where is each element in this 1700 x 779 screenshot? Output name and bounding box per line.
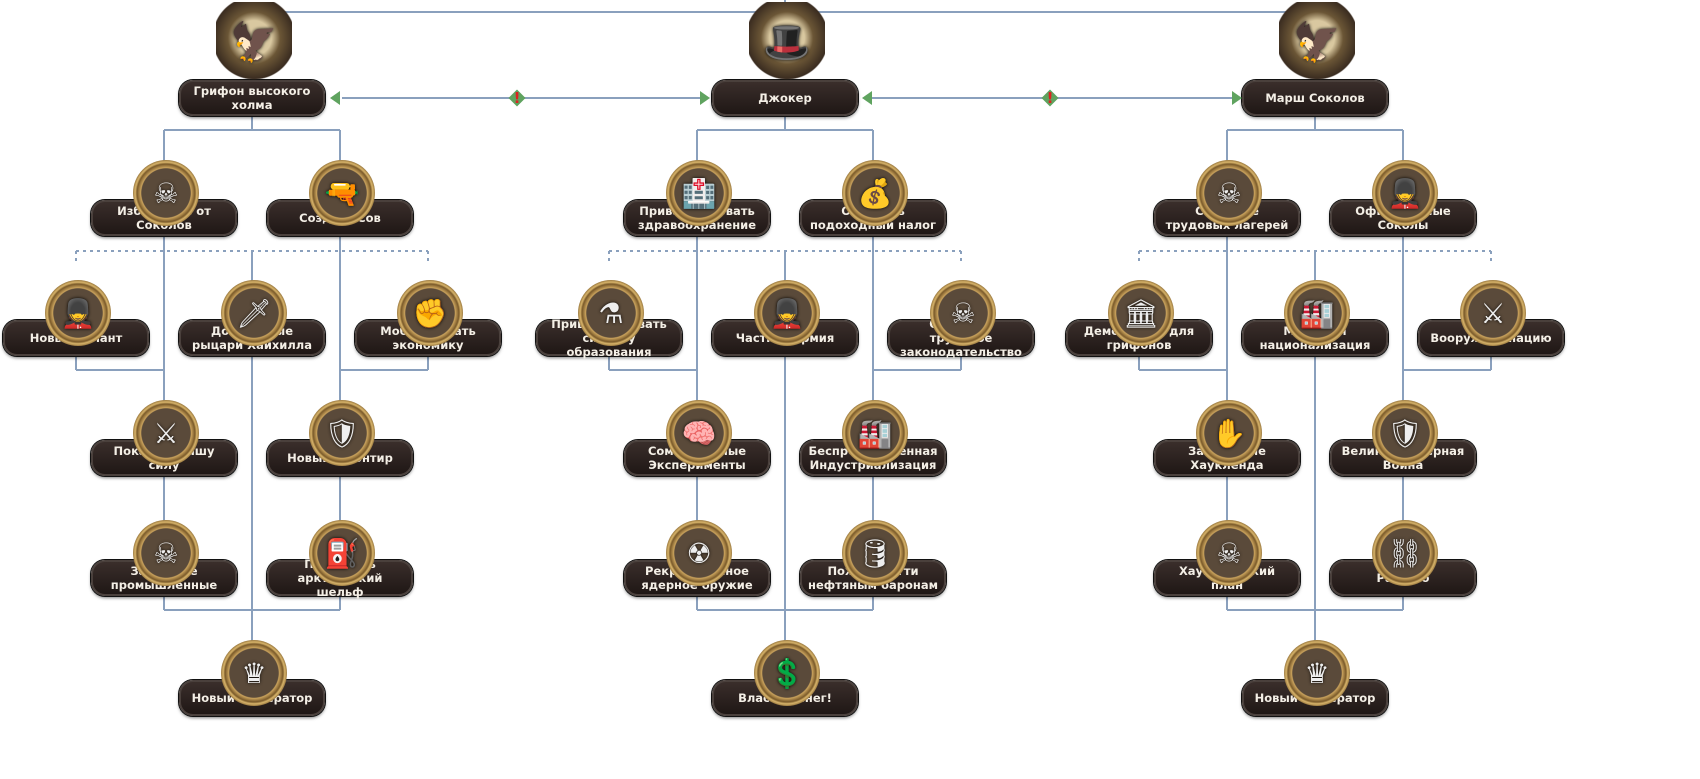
soldier-icon: 💂 [1372,160,1438,226]
focus-high-hill-griffon-0[interactable]: Грифон высокого холма🦅 [179,2,329,160]
mushroom-cloud-icon: ☢ [666,520,732,586]
flask-icon: ⚗ [578,280,644,346]
focus-falcon-march-7[interactable]: Великая Северная Война🛡 [1330,400,1480,520]
focus-high-hill-griffon-5[interactable]: Мобилизовать экономику✊ [355,280,505,400]
focus-falcon-march-1[interactable]: Создание трудовых лагерей☠ [1154,160,1304,280]
crossed-rifles-icon: ⚔ [1460,280,1526,346]
focus-joker-5[interactable]: Отменить трудовое законодательство☠ [888,280,1038,400]
chains-icon: ⛓ [1372,520,1438,586]
skull-icon: ☠ [133,160,199,226]
money-bag-icon: 💲 [754,640,820,706]
brain-icon: 🧠 [666,400,732,466]
shield-icon: 🛡 [309,400,375,466]
falcon-portrait-icon: 🦅 [1279,2,1355,82]
focus-falcon-march-8[interactable]: Хауклендский план☠ [1154,520,1304,640]
focus-joker-4[interactable]: Частная армия💂 [712,280,862,400]
focus-high-hill-griffon-10[interactable]: Новый Император♛ [179,640,329,760]
parthenon-icon: 🏛 [1108,280,1174,346]
focus-falcon-march-9[interactable]: Рабство⛓ [1330,520,1480,640]
focus-falcon-march-6[interactable]: Завоевание Хауклендa✋ [1154,400,1304,520]
focus-joker-7[interactable]: Беспрепятственная Индустриализация🏭 [800,400,950,520]
crossed-swords-icon: ⚔ [133,400,199,466]
hospital-icon: 🏥 [666,160,732,226]
focus-high-hill-griffon-3[interactable]: Новый талант💂 [3,280,153,400]
focus-high-hill-griffon-1[interactable]: Избавьтесь от Соколов☠ [91,160,241,280]
focus-falcon-march-10[interactable]: Новый Император♛ [1242,640,1392,760]
shield-icon: 🛡 [1372,400,1438,466]
focus-joker-2[interactable]: Отменить подоходный налог💰 [800,160,950,280]
skull-icon: ☠ [1196,160,1262,226]
focus-high-hill-griffon-2[interactable]: Создать Сов🔫 [267,160,417,280]
focus-high-hill-griffon-9[interactable]: Пробурить арктический шельф⛽ [267,520,417,640]
focus-falcon-march-5[interactable]: Вооружить нацию⚔ [1418,280,1568,400]
focus-high-hill-griffon-8[interactable]: Западные промышленные☠ [91,520,241,640]
soldier-icon: 💂 [45,280,111,346]
focus-high-hill-griffon-4[interactable]: Доблестные рыцари Хайхилла🗡 [179,280,329,400]
focus-joker-8[interactable]: Рекреационное ядерное оружие☢ [624,520,774,640]
mutually-exclusive-icon[interactable]: ! [1036,89,1064,107]
focus-joker-3[interactable]: Приватизировать систему образования⚗ [536,280,686,400]
focus-falcon-march-3[interactable]: Демократия для грифонов🏛 [1066,280,1216,400]
exclusive-arrow-icon [330,91,340,105]
focus-falcon-march-4[interactable]: Массовая национализация🏭 [1242,280,1392,400]
focus-joker-9[interactable]: Пожать когти нефтяным баронам🛢 [800,520,950,640]
focus-joker-0[interactable]: Джокер🎩 [712,2,862,160]
exclusive-arrow-icon [700,91,710,105]
crown-swords-icon: ♛ [1284,640,1350,706]
skull-icon: ☠ [133,520,199,586]
factory-icon: 🏭 [842,400,908,466]
joker-portrait-icon: 🎩 [749,2,825,82]
focus-high-hill-griffon-6[interactable]: Показать нашу силу⚔ [91,400,241,520]
oil-pump-icon: ⛽ [309,520,375,586]
crown-icon: ♛ [221,640,287,706]
focus-falcon-march-2[interactable]: Официальные Соколы💂 [1330,160,1480,280]
exclusive-arrow-icon [862,91,872,105]
focus-label: Марш Соколов [1242,80,1388,116]
fist-wrench-icon: ✊ [397,280,463,346]
mutually-exclusive-icon[interactable]: ! [503,89,531,107]
pistol-icon: 🔫 [309,160,375,226]
focus-joker-6[interactable]: Сомнительные Эксперименты🧠 [624,400,774,520]
skull-icon: ☠ [930,280,996,346]
gauntlet-icon: ✋ [1196,400,1262,466]
soldier-icon: 💂 [754,280,820,346]
focus-label: Джокер [712,80,858,116]
oil-drop-icon: 🛢 [842,520,908,586]
skull-icon: ☠ [1196,520,1262,586]
focus-high-hill-griffon-7[interactable]: Новый Фронтир🛡 [267,400,417,520]
focus-label: Грифон высокого холма [179,80,325,116]
industry-icon: 🏭 [1284,280,1350,346]
focus-falcon-march-0[interactable]: Марш Соколов🦅 [1242,2,1392,160]
exclusive-arrow-icon [1232,91,1242,105]
focus-joker-10[interactable]: Власть денег!💲 [712,640,862,760]
focus-joker-1[interactable]: Приватизировать здравоохранение🏥 [624,160,774,280]
gold-icon: 💰 [842,160,908,226]
griffon-portrait-icon: 🦅 [216,2,292,82]
sword-icon: 🗡 [221,280,287,346]
